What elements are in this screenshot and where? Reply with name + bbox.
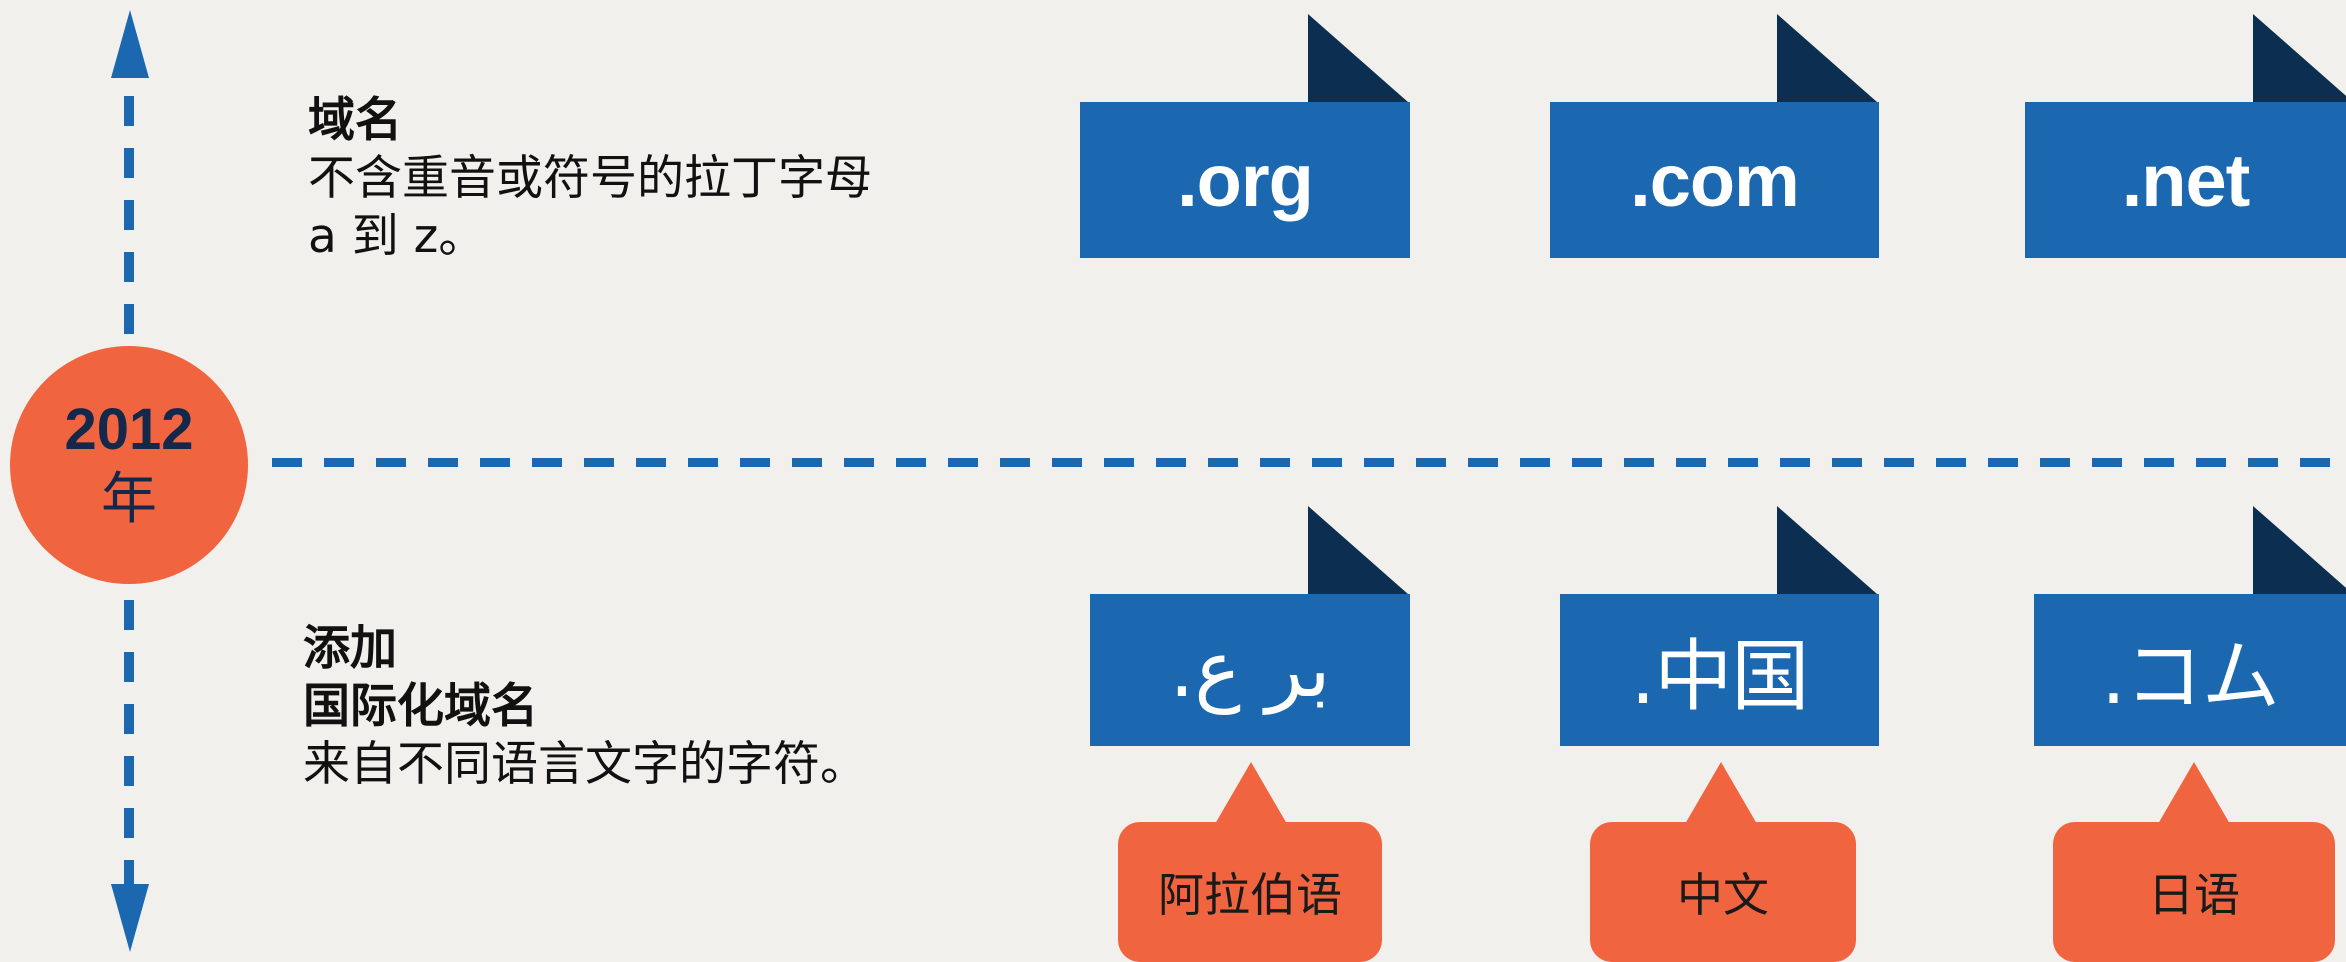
bubble-pointer [1215,762,1287,824]
latin-domains-line-2: a 到 z。 [308,209,486,264]
idn-text: 添加 国际化域名 来自不同语言文字的字符。 [303,620,867,794]
section-divider [272,458,2346,467]
card-corner [1777,14,1877,102]
arrow-up-icon [111,10,149,78]
domain-card-chinese: .中国 [1560,594,1879,746]
idn-description: 来自不同语言文字的字符。 [303,737,867,792]
language-label-japanese: 日语 [2053,822,2335,962]
language-label-arabic: 阿拉伯语 [1118,822,1382,962]
year-number: 2012 [64,397,194,462]
domain-card-org: .org [1080,102,1410,258]
card-corner [1308,14,1408,102]
domain-card-net: .net [2025,102,2346,258]
idn-heading-line-1: 添加 [303,621,397,676]
idn-heading-line-2: 国际化域名 [303,679,538,734]
bubble-pointer [2158,762,2230,824]
latin-domains-text: 域名 不含重音或符号的拉丁字母 a 到 z。 [308,92,872,266]
domain-card-com: .com [1550,102,1879,258]
latin-domains-line-1: 不含重音或符号的拉丁字母 [308,151,872,206]
domain-card-arabic: .بر ع [1090,594,1410,746]
domain-card-japanese: .コム [2034,594,2346,746]
card-corner [2253,506,2346,594]
card-corner [1777,506,1877,594]
timeline-axis-lower [124,600,134,890]
arrow-down-icon [111,884,149,952]
language-label-chinese: 中文 [1590,822,1856,962]
year-unit: 年 [101,467,157,532]
card-corner [1308,506,1408,594]
latin-domains-heading: 域名 [308,93,402,148]
card-corner [2253,14,2346,102]
year-marker: 2012 年 [10,346,248,584]
bubble-pointer [1685,762,1757,824]
timeline-axis-upper [124,96,134,346]
